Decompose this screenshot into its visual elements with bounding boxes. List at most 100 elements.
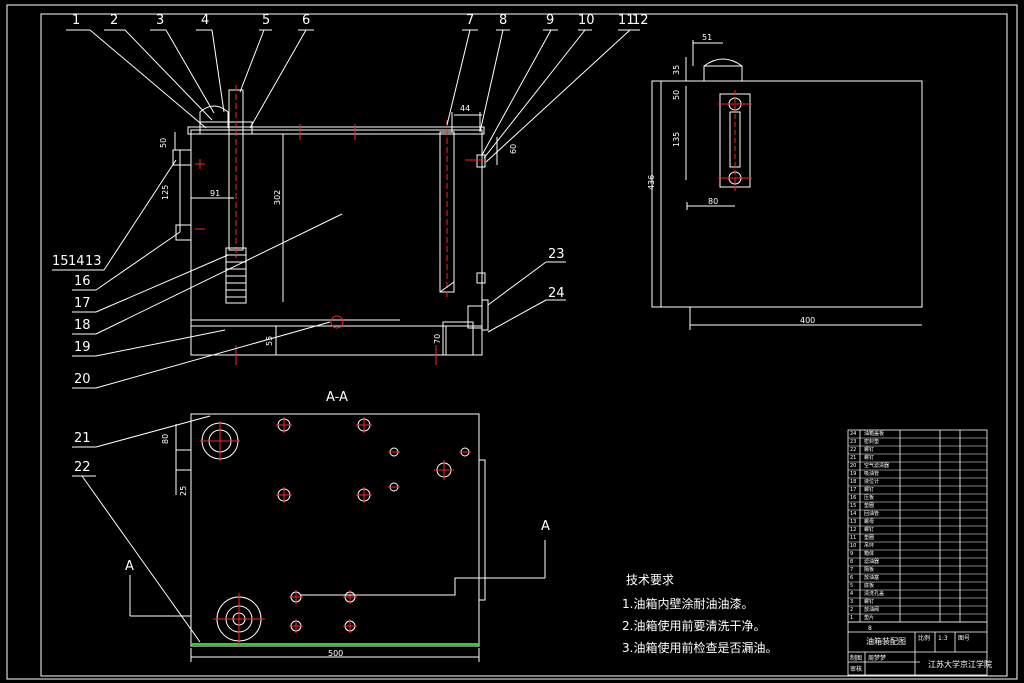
- balloon-18: 18: [74, 318, 91, 333]
- balloon-12: 12: [632, 13, 649, 28]
- parts-row-number: 10: [850, 543, 857, 549]
- parts-row-name: 垫片: [864, 615, 875, 621]
- parts-row-number: 3: [850, 599, 854, 605]
- parts-row-name: 箱体: [864, 551, 875, 557]
- title-designer: 周梦梦: [868, 655, 887, 662]
- balloon-1: 1: [72, 13, 81, 28]
- tech-note-3: 3.油箱使用前检查是否漏油。: [622, 641, 778, 655]
- title-role-2: 审核: [850, 666, 863, 673]
- parts-row-number: 24: [850, 431, 857, 437]
- side-dim-436: 436: [647, 174, 656, 190]
- parts-row-name: 垫圈: [864, 535, 875, 541]
- section-view: [129, 413, 546, 662]
- parts-row-name: 清洗孔盖: [864, 591, 885, 597]
- outer-border: [6, 4, 1018, 680]
- parts-row-name: 回油管: [864, 511, 880, 517]
- side-dim-51: 51: [702, 33, 713, 42]
- parts-row-number: 7: [850, 567, 854, 573]
- balloon-11: 11: [618, 13, 635, 28]
- parts-row-number: 4: [850, 591, 854, 597]
- dim-302: 302: [273, 189, 282, 205]
- balloon-2: 2: [110, 13, 119, 28]
- dim-25: 25: [179, 485, 188, 496]
- parts-row-number: 6: [850, 575, 854, 581]
- balloon-23: 23: [548, 247, 565, 262]
- dim-500: 500: [328, 649, 344, 658]
- parts-row-number: 5: [850, 583, 854, 589]
- parts-row-number: 15: [850, 503, 857, 509]
- dim-91: 91: [210, 189, 221, 198]
- parts-row-number: 23: [850, 439, 857, 445]
- parts-row-name: 滤油器: [864, 559, 880, 565]
- balloon-19: 19: [74, 340, 91, 355]
- side-dim-50: 50: [672, 89, 681, 100]
- title-scale-value: 1:3: [938, 635, 948, 642]
- title-qty: 8: [868, 625, 872, 632]
- tech-note-1: 1.油箱内壁涂耐油油漆。: [622, 597, 754, 611]
- parts-row-name: 底板: [864, 583, 875, 589]
- side-dim-35: 35: [672, 64, 681, 75]
- title-scale-label: 比例: [918, 635, 931, 642]
- balloon-6: 6: [302, 13, 311, 28]
- balloon-13: 13: [85, 254, 102, 269]
- parts-row-name: 油箱盖板: [864, 431, 885, 437]
- section-title: A-A: [326, 390, 348, 405]
- title-role-1: 制图: [850, 655, 863, 662]
- front-view: [172, 85, 498, 365]
- section-marker-right: A: [541, 519, 550, 534]
- balloon-17: 17: [74, 296, 91, 311]
- parts-row-name: 螺母: [864, 519, 875, 525]
- parts-row-number: 22: [850, 447, 857, 453]
- dim-44: 44: [460, 104, 471, 113]
- parts-row-number: 12: [850, 527, 857, 533]
- parts-row-number: 8: [850, 559, 854, 565]
- section-marker-left: A: [125, 559, 134, 574]
- balloon-10: 10: [578, 13, 595, 28]
- tech-notes-heading: 技术要求: [626, 573, 675, 587]
- parts-row-number: 18: [850, 479, 857, 485]
- parts-row-number: 19: [850, 471, 857, 477]
- leader-lines: [52, 29, 640, 643]
- parts-row-number: 13: [850, 519, 857, 525]
- parts-row-name: 放油阀: [864, 607, 880, 613]
- parts-row-name: 吊环: [864, 543, 875, 549]
- balloon-20: 20: [74, 372, 91, 387]
- parts-row-name: 螺钉: [864, 455, 875, 461]
- dim-125: 125: [161, 184, 170, 200]
- side-dim-135: 135: [672, 131, 681, 147]
- parts-row-name: 压板: [864, 495, 875, 501]
- parts-row-number: 20: [850, 463, 857, 469]
- balloon-9: 9: [546, 13, 555, 28]
- balloon-5: 5: [262, 13, 271, 28]
- balloon-7: 7: [466, 13, 475, 28]
- title-drawing-name: 油箱装配图: [866, 637, 906, 646]
- balloon-8: 8: [499, 13, 508, 28]
- side-view: [651, 40, 923, 330]
- parts-row-number: 9: [850, 551, 854, 557]
- parts-row-number: 17: [850, 487, 857, 493]
- parts-row-number: 21: [850, 455, 857, 461]
- parts-row-name: 螺钉: [864, 447, 875, 453]
- balloon-15: 15: [52, 254, 69, 269]
- parts-row-number: 16: [850, 495, 857, 501]
- dim-70: 70: [433, 333, 442, 344]
- parts-row-name: 空气滤清器: [864, 463, 890, 469]
- tech-note-2: 2.油箱使用前要清洗干净。: [622, 619, 766, 633]
- dim-55: 55: [265, 335, 274, 346]
- balloon-14: 14: [68, 254, 85, 269]
- parts-row-name: 垫圈: [864, 503, 875, 509]
- parts-row-name: 吸油管: [864, 471, 880, 477]
- side-dim-80: 80: [708, 197, 719, 206]
- parts-row-number: 2: [850, 607, 854, 613]
- parts-row-name: 液位计: [864, 479, 880, 485]
- inner-border: [40, 13, 1008, 677]
- balloon-22: 22: [74, 460, 91, 475]
- dim-80: 80: [161, 433, 170, 444]
- parts-row-number: 1: [850, 615, 854, 621]
- parts-row-name: 放油塞: [864, 575, 880, 581]
- dim-50-top: 50: [159, 137, 168, 148]
- balloon-3: 3: [156, 13, 165, 28]
- parts-row-name: 螺钉: [864, 527, 875, 533]
- dim-60: 60: [509, 143, 518, 154]
